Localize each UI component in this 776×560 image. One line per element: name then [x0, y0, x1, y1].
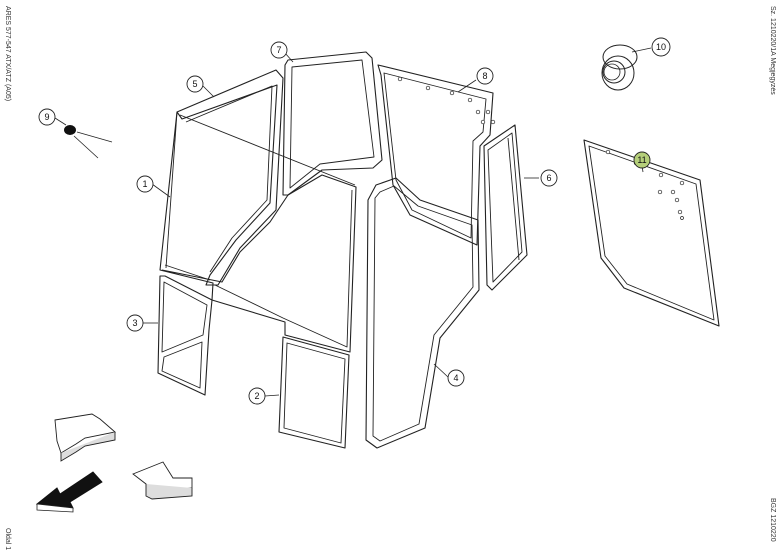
callout-3[interactable]: 3: [126, 314, 144, 332]
view-arrow-front-icon: [35, 471, 103, 513]
svg-text:2: 2: [254, 391, 259, 401]
callout-9[interactable]: 9: [38, 108, 56, 126]
svg-text:5: 5: [192, 79, 197, 89]
view-arrow-back-icon: [54, 413, 116, 462]
svg-text:11: 11: [637, 155, 646, 165]
callout-5[interactable]: 5: [186, 75, 204, 93]
part-11-separate-panel: [583, 139, 720, 327]
part-8-rear-window: [377, 64, 496, 246]
part-6-side-window: [483, 124, 528, 291]
callout-11[interactable]: 11: [633, 151, 651, 169]
svg-text:4: 4: [453, 373, 458, 383]
callout-1[interactable]: 1: [136, 175, 154, 193]
svg-text:9: 9: [44, 112, 49, 122]
part-10-bushing: [601, 44, 638, 91]
svg-text:6: 6: [546, 173, 551, 183]
part-7-roof-glass: [282, 51, 383, 196]
svg-text:8: 8: [482, 71, 487, 81]
part-4-side-door-glass: [365, 177, 480, 449]
callout-8[interactable]: 8: [476, 67, 494, 85]
part-3-lower-side-glass: [157, 275, 213, 396]
view-arrow-side-icon: [132, 461, 193, 500]
svg-text:1: 1: [142, 179, 147, 189]
callout-6[interactable]: 6: [540, 169, 558, 187]
part-1-front-windshield: [159, 111, 357, 353]
callout-4[interactable]: 4: [447, 369, 465, 387]
part-5-door-glass: [176, 69, 284, 286]
part-2-lower-front-glass: [278, 336, 350, 449]
callout-2[interactable]: 2: [248, 387, 266, 405]
svg-text:10: 10: [656, 42, 666, 52]
svg-text:7: 7: [276, 45, 281, 55]
part-9-grommet: [64, 125, 113, 159]
callout-10[interactable]: 10: [651, 37, 671, 57]
svg-text:3: 3: [132, 318, 137, 328]
callout-7[interactable]: 7: [270, 41, 288, 59]
